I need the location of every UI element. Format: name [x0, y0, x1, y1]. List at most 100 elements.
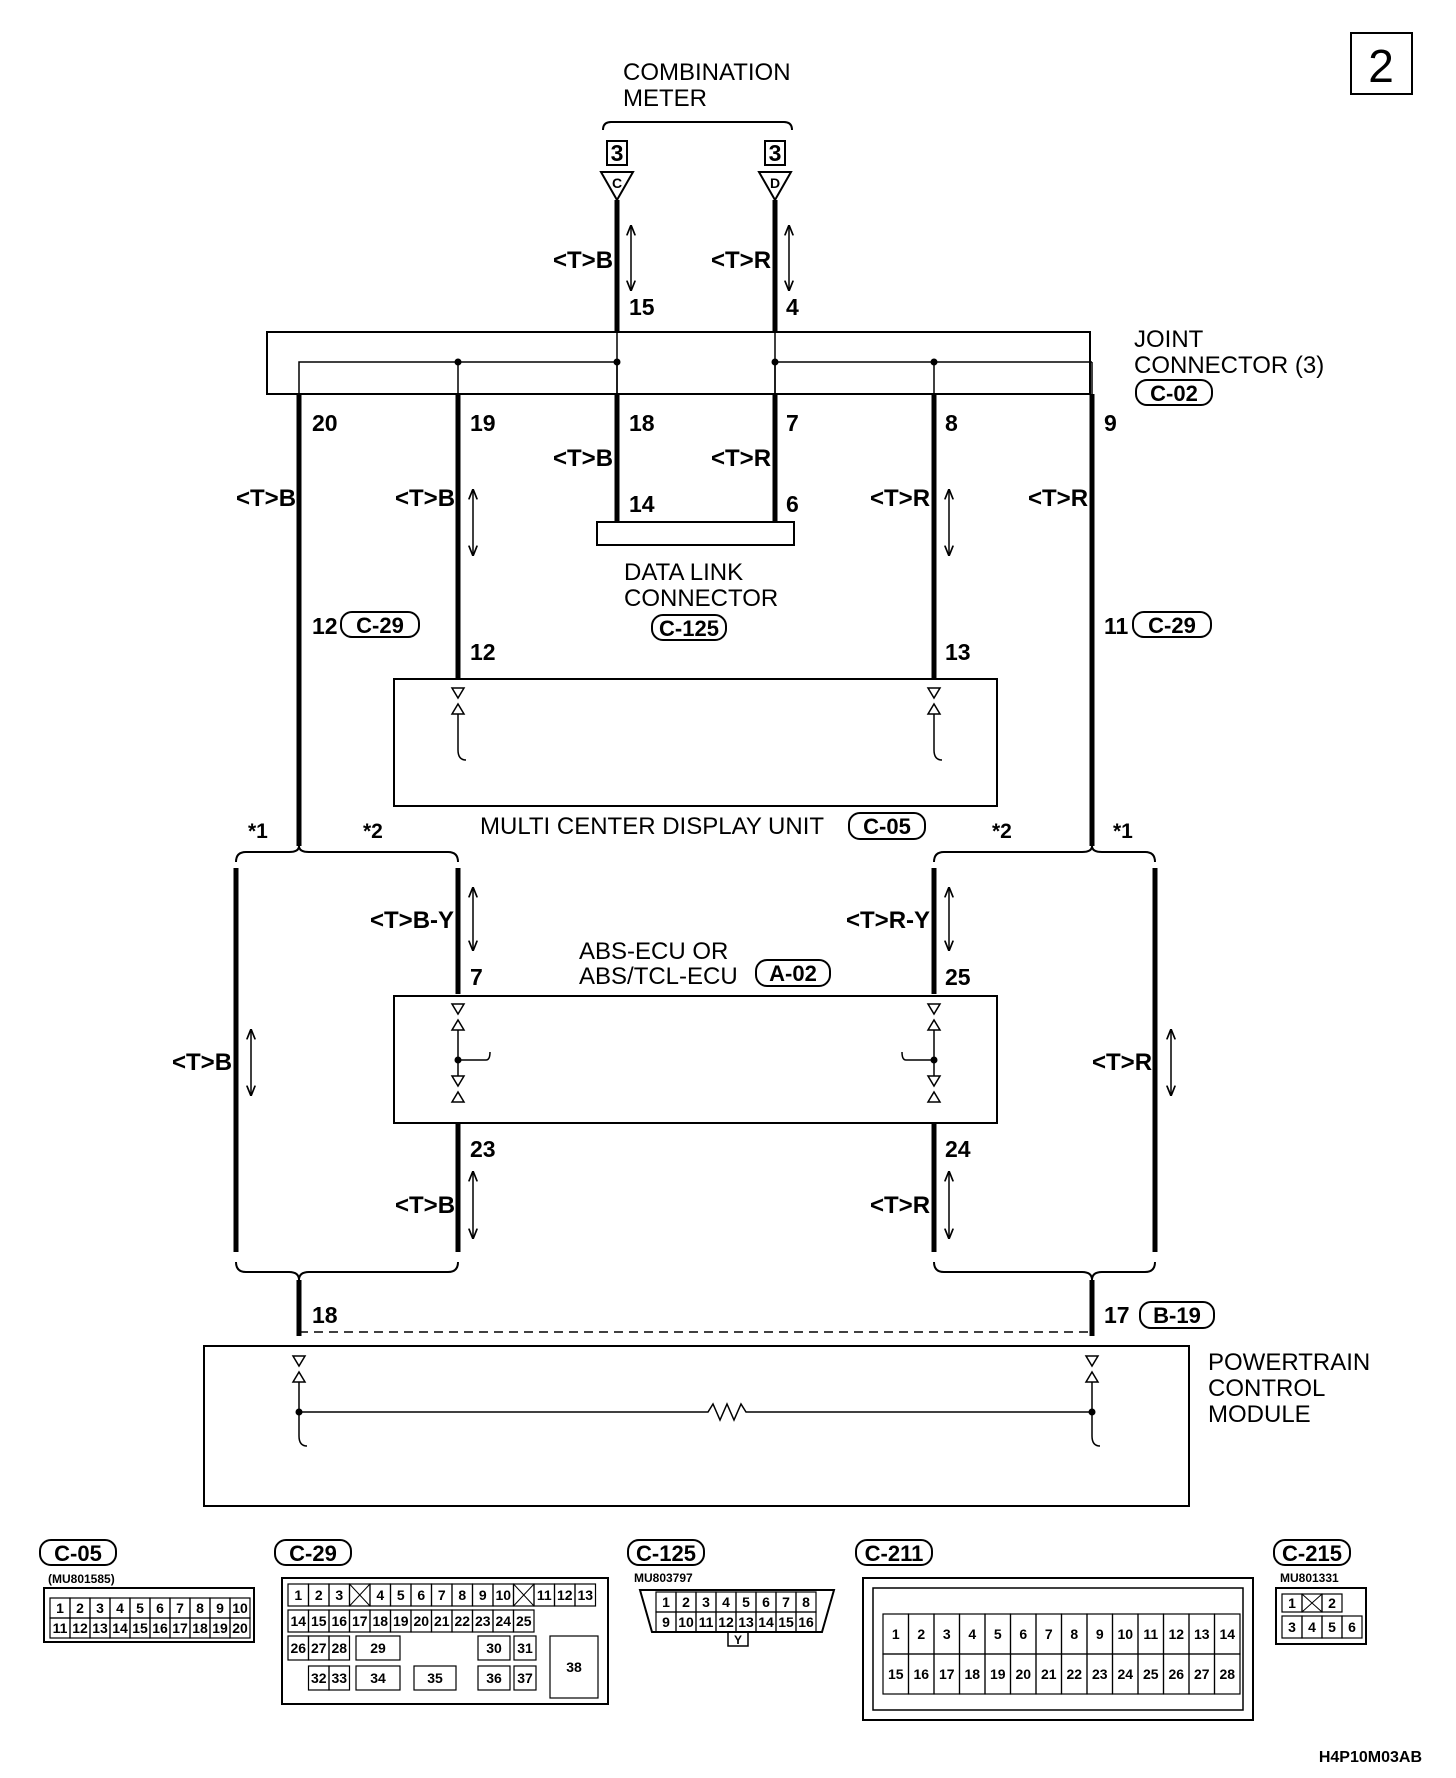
- c215-pin-2: 2: [1328, 1595, 1336, 1611]
- c29-pin-16: 16: [331, 1613, 347, 1629]
- multi-center-display-unit: MULTI CENTER DISPLAY UNIT C-05: [393, 678, 998, 840]
- pin-mcd-13: 13: [945, 639, 971, 665]
- c125-pin-15: 15: [778, 1614, 794, 1630]
- c29-pin-30: 30: [486, 1640, 502, 1656]
- pin-c29-11: 11: [1104, 613, 1129, 639]
- c29-pin-5: 5: [397, 1587, 405, 1603]
- c29-id-left: C-29: [356, 613, 404, 638]
- c29-pin-26: 26: [290, 1640, 306, 1656]
- c215-face-id: C-215: [1282, 1541, 1342, 1566]
- variant-wires: <T>B <T>R <T>B-Y <T>R-Y 7 25 ABS-ECU OR …: [172, 868, 1171, 1252]
- wire-label-jc-19: <T>B: [395, 485, 455, 512]
- dlc-wires: <T>B <T>R 14 6 DATA LINK CONNECTOR C-125: [553, 394, 799, 641]
- pin-pcm-17: 17: [1104, 1302, 1130, 1328]
- combination-meter: COMBINATION METER 3 C 3 D: [599, 59, 793, 203]
- c29-id-right: C-29: [1148, 613, 1196, 638]
- pin-c29-12: 12: [312, 613, 338, 639]
- c29-pin-8: 8: [458, 1587, 466, 1603]
- c05-pin-12: 12: [72, 1620, 88, 1636]
- c29-pin-38: 38: [566, 1659, 582, 1675]
- pin-dlc-6: 6: [786, 491, 799, 517]
- c211-pin-25: 25: [1143, 1666, 1159, 1682]
- c29-pin-1: 1: [294, 1587, 302, 1603]
- c211-pin-18: 18: [964, 1666, 980, 1682]
- c215-pin-1: 1: [1288, 1595, 1296, 1611]
- abs-label-1: ABS-ECU OR: [579, 938, 728, 965]
- c29-pin-13: 13: [577, 1587, 593, 1603]
- mcd-id: C-05: [863, 814, 911, 839]
- c29-cell-3-5: [513, 1665, 537, 1691]
- pin-jc-7: 7: [786, 410, 799, 436]
- meter-ref-c: 3: [611, 140, 624, 166]
- c215-pin-5: 5: [1328, 1619, 1336, 1635]
- pin-abs-24: 24: [945, 1136, 971, 1162]
- joint-connector-label-2: CONNECTOR (3): [1134, 352, 1324, 379]
- c05-pin-2: 2: [76, 1600, 84, 1616]
- c211-pin-12: 12: [1168, 1626, 1184, 1642]
- abs-lower-wires: 23 24 <T>B <T>R: [395, 1123, 971, 1252]
- c211-pin-15: 15: [888, 1666, 904, 1682]
- c29-cell-2-2: [328, 1635, 351, 1661]
- c05-pin-16: 16: [152, 1620, 168, 1636]
- pin-meter-15: 15: [629, 294, 655, 320]
- c29-pin-31: 31: [517, 1640, 533, 1656]
- c211-pin-17: 17: [939, 1666, 955, 1682]
- c215-blank-0-1: [1301, 1593, 1323, 1613]
- c125-pin-5: 5: [742, 1594, 750, 1610]
- mark-1-right: *1: [1113, 820, 1133, 843]
- pin-jc-8: 8: [945, 410, 958, 436]
- wire-label-meter-c: <T>B: [553, 247, 613, 274]
- c05-pin-18: 18: [192, 1620, 208, 1636]
- c05-pin-6: 6: [156, 1600, 164, 1616]
- c211-pin-1: 1: [892, 1626, 900, 1642]
- wire-label-jc-20: <T>B: [236, 485, 296, 512]
- wire-label-dlc-14: <T>B: [553, 445, 613, 472]
- figure-code: H4P10M03AB: [1319, 1749, 1422, 1766]
- c05-pin-1: 1: [56, 1600, 64, 1616]
- c29-pin-9: 9: [479, 1587, 487, 1603]
- c29-blank-0-11: [513, 1583, 535, 1607]
- c05-pin-9: 9: [216, 1600, 224, 1616]
- c29-cell-3-1: [328, 1665, 351, 1691]
- c29-pin-20: 20: [413, 1613, 429, 1629]
- c05-pin-3: 3: [96, 1600, 104, 1616]
- outer-wires: <T>B <T>R 12 C-29 11 C-29: [236, 394, 1212, 846]
- c125-pin-11: 11: [699, 1614, 714, 1630]
- dlc-id: C-125: [659, 616, 719, 641]
- c29-pin-21: 21: [434, 1613, 450, 1629]
- c05-pin-4: 4: [116, 1600, 124, 1616]
- c29-pin-18: 18: [372, 1613, 388, 1629]
- c125-pin-13: 13: [738, 1614, 754, 1630]
- c125-pin-9: 9: [662, 1614, 670, 1630]
- c125-part: MU803797: [634, 1571, 693, 1585]
- c211-pin-24: 24: [1117, 1666, 1133, 1682]
- c05-pin-10: 10: [232, 1600, 248, 1616]
- c29-pin-32: 32: [311, 1670, 327, 1686]
- c29-pin-3: 3: [335, 1587, 343, 1603]
- wire-label-dlc-6: <T>R: [711, 445, 771, 472]
- c29-cell-3-4: [477, 1665, 511, 1691]
- c211-pin-11: 11: [1143, 1626, 1158, 1642]
- c125-pin-10: 10: [678, 1614, 694, 1630]
- c29-face-id: C-29: [289, 1541, 337, 1566]
- c05-pin-5: 5: [136, 1600, 144, 1616]
- c29-cell-1-11: [512, 1609, 535, 1633]
- meter-wires: <T>B <T>R 15 4: [553, 200, 799, 332]
- joint-connector-pins: 20 19 18 7 8 9: [312, 410, 1117, 436]
- c05-pin-8: 8: [196, 1600, 204, 1616]
- c29-pin-27: 27: [311, 1640, 327, 1656]
- wire-label-abs-23: <T>B: [395, 1192, 455, 1219]
- c29-pin-23: 23: [475, 1613, 491, 1629]
- abs-ecu: [393, 995, 998, 1124]
- page-number-box: 2: [1350, 32, 1413, 95]
- c29-pin-6: 6: [417, 1587, 425, 1603]
- c211-pin-20: 20: [1015, 1666, 1031, 1682]
- c125-face-id: C-125: [636, 1541, 696, 1566]
- pcm-label-2: CONTROL: [1208, 1375, 1325, 1402]
